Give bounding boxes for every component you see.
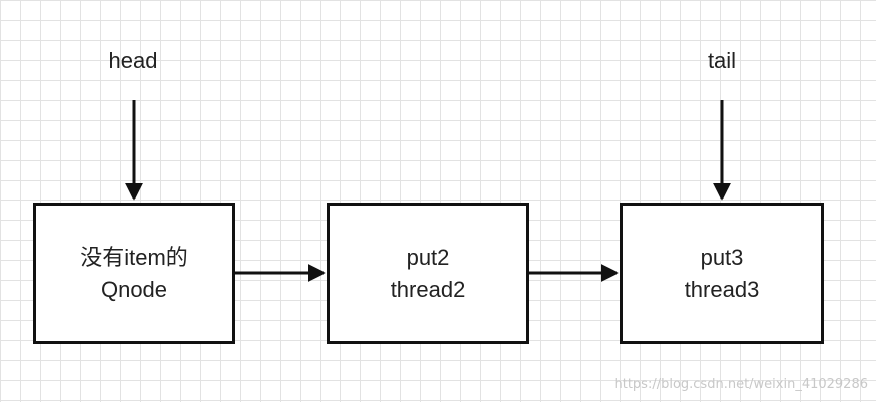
node-put2-line1: put2 <box>406 244 450 270</box>
node-put2-line2: thread2 <box>390 276 466 302</box>
node-empty-qnode-line1: 没有item的 <box>80 244 188 270</box>
node-empty-qnode-line2: Qnode <box>100 276 168 302</box>
node-put2: put2 thread2 <box>327 203 529 344</box>
node-put3-line2: thread3 <box>684 276 760 302</box>
node-empty-qnode: 没有item的 Qnode <box>33 203 235 344</box>
watermark: https://blog.csdn.net/weixin_41029286 <box>614 377 868 392</box>
tail-label: tail <box>707 48 737 73</box>
head-label: head <box>108 48 158 73</box>
node-put3: put3 thread3 <box>620 203 824 344</box>
node-put3-line1: put3 <box>700 244 744 270</box>
